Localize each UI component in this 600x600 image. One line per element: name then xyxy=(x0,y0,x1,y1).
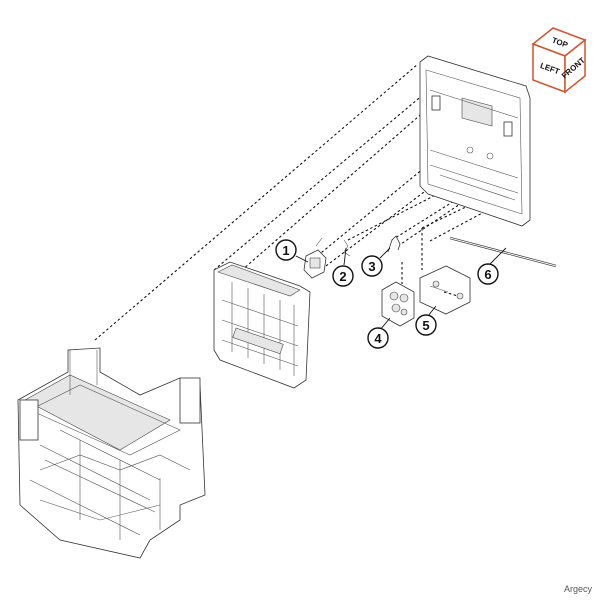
hinge-clip xyxy=(387,235,401,253)
leader-lines xyxy=(295,247,507,331)
watermark: Argecy xyxy=(563,584,592,594)
duplex-unit xyxy=(213,261,311,389)
gear-kit xyxy=(419,265,471,315)
callout-6: 6 xyxy=(477,263,499,285)
callout-2: 2 xyxy=(332,265,354,287)
callout-3: 3 xyxy=(361,255,383,277)
svg-text:5: 5 xyxy=(422,318,429,333)
rod xyxy=(449,236,557,268)
roller-kit xyxy=(381,281,415,327)
svg-text:2: 2 xyxy=(339,269,346,284)
rear-door-assembly xyxy=(419,55,531,227)
svg-text:3: 3 xyxy=(368,259,375,274)
sensor-bracket xyxy=(303,237,327,279)
orientation-cube: TOP LEFT FRONT xyxy=(531,27,587,94)
callout-4: 4 xyxy=(367,327,389,349)
callout-1: 1 xyxy=(275,239,297,261)
callout-5: 5 xyxy=(415,314,437,336)
svg-text:1: 1 xyxy=(282,243,289,258)
svg-text:4: 4 xyxy=(374,331,382,346)
svg-text:6: 6 xyxy=(484,267,491,282)
printer-base-frame xyxy=(17,347,206,559)
